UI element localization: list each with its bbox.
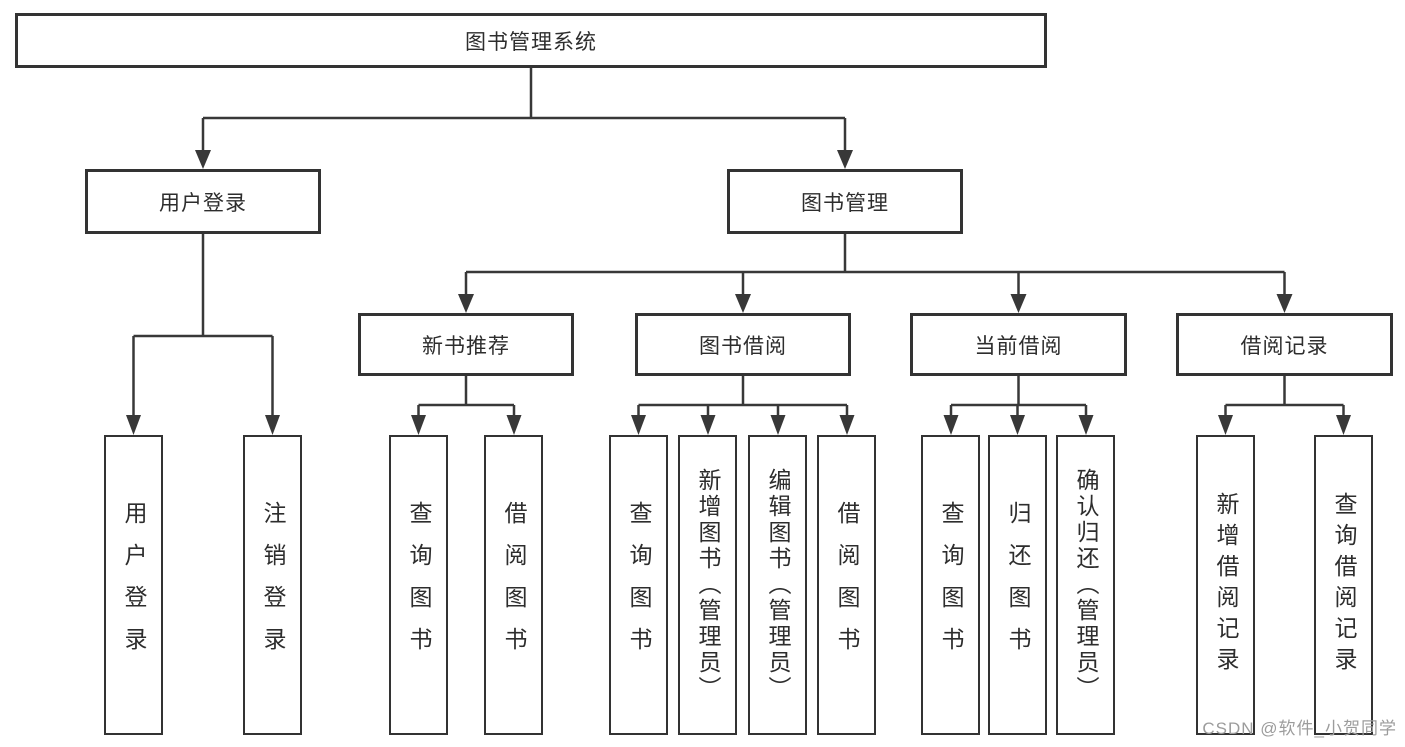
leaf-user-login-label: 用户登录	[121, 501, 147, 669]
node-book-management-label: 图书管理	[801, 191, 889, 215]
node-new-book-recommend: 新书推荐	[358, 313, 574, 376]
leaf-query-borrow-record: 查询借阅记录	[1314, 435, 1373, 735]
leaf-borrow-book: 借阅图书	[817, 435, 876, 735]
leaf-logout: 注销登录	[243, 435, 302, 735]
node-current-borrow-label: 当前借阅	[974, 334, 1063, 358]
leaf-confirm-return-admin: 确认归还（管理员）	[1056, 435, 1115, 735]
leaf-query-book-current: 查询图书	[921, 435, 980, 735]
node-borrow-record: 借阅记录	[1176, 313, 1393, 376]
leaf-query-book-current-label: 查询图书	[938, 501, 964, 669]
node-root: 图书管理系统	[15, 13, 1047, 68]
leaf-edit-book-admin: 编辑图书（管理员）	[748, 435, 807, 735]
leaf-add-borrow-record-label: 新增借阅记录	[1213, 492, 1239, 678]
leaf-add-borrow-record: 新增借阅记录	[1196, 435, 1255, 735]
node-current-borrow: 当前借阅	[910, 313, 1127, 376]
leaf-query-book-borrow-label: 查询图书	[626, 501, 652, 669]
leaf-query-book-borrow: 查询图书	[609, 435, 668, 735]
node-user-login-label: 用户登录	[159, 191, 247, 215]
leaf-user-login: 用户登录	[104, 435, 163, 735]
node-book-borrow-label: 图书借阅	[699, 334, 787, 358]
watermark: CSDN @软件_小贺同学	[1202, 719, 1397, 738]
node-root-label: 图书管理系统	[465, 30, 597, 54]
leaf-borrow-book-label: 借阅图书	[834, 501, 860, 669]
leaf-query-book-recommend: 查询图书	[389, 435, 448, 735]
node-new-book-recommend-label: 新书推荐	[422, 334, 510, 358]
leaf-query-book-recommend-label: 查询图书	[406, 501, 432, 669]
leaf-return-book: 归还图书	[988, 435, 1047, 735]
leaf-return-book-label: 归还图书	[1005, 501, 1031, 669]
leaf-borrow-book-recommend: 借阅图书	[484, 435, 543, 735]
leaf-add-book-admin: 新增图书（管理员）	[678, 435, 737, 735]
node-user-login: 用户登录	[85, 169, 321, 234]
node-borrow-record-label: 借阅记录	[1240, 334, 1329, 358]
leaf-confirm-return-admin-label: 确认归还（管理员）	[1073, 468, 1099, 702]
leaf-logout-label: 注销登录	[260, 501, 286, 669]
leaf-borrow-book-recommend-label: 借阅图书	[501, 501, 527, 669]
leaf-edit-book-admin-label: 编辑图书（管理员）	[765, 468, 791, 702]
leaf-add-book-admin-label: 新增图书（管理员）	[695, 468, 721, 702]
leaf-query-borrow-record-label: 查询借阅记录	[1331, 492, 1357, 678]
node-book-management: 图书管理	[727, 169, 963, 234]
node-book-borrow: 图书借阅	[635, 313, 851, 376]
